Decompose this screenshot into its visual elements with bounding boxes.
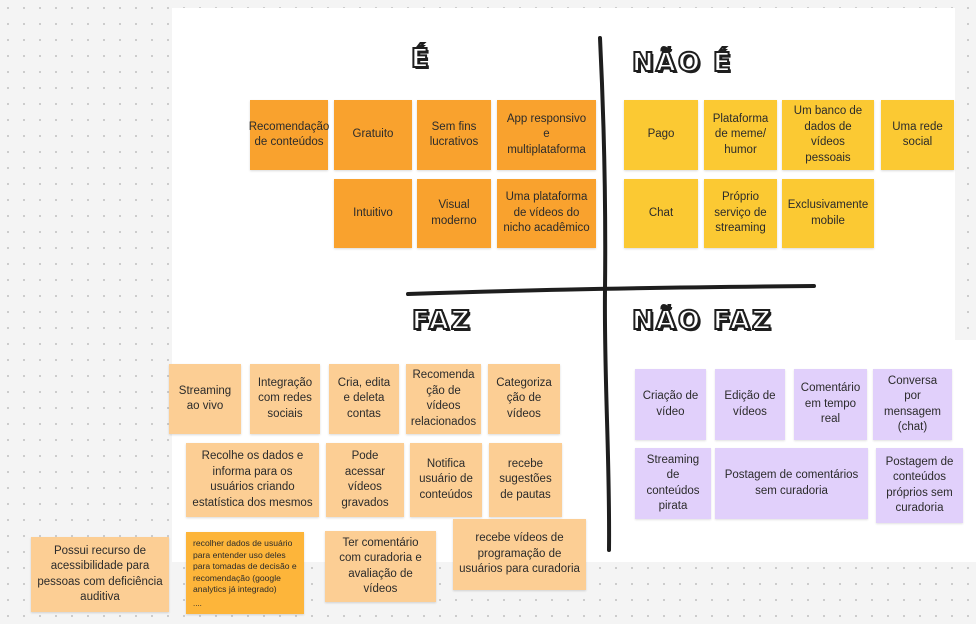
sticky-note-nao-e[interactable]: Chat bbox=[624, 179, 698, 248]
sticky-note-nao-e[interactable]: Próprio serviço de streaming bbox=[704, 179, 777, 248]
sticky-note-e[interactable]: Uma plataforma de vídeos do nicho acadêm… bbox=[497, 179, 596, 248]
sticky-note-faz[interactable]: Recolhe os dados e informa para os usuár… bbox=[186, 443, 319, 517]
sticky-note-faz[interactable]: Pode acessar vídeos gravados bbox=[326, 443, 404, 517]
sticky-note-faz-small-text[interactable]: recolher dados de usuário para entender … bbox=[186, 532, 304, 614]
sticky-note-nao-e[interactable]: Uma rede social bbox=[881, 100, 954, 170]
sticky-note-nao-faz[interactable]: Comentário em tempo real bbox=[794, 369, 867, 440]
sticky-note-e[interactable]: Gratuito bbox=[334, 100, 412, 170]
horizontal-axis-line bbox=[406, 284, 816, 296]
sticky-note-nao-faz[interactable]: Criação de vídeo bbox=[635, 369, 706, 440]
sticky-note-faz[interactable]: recebe sugestões de pautas bbox=[489, 443, 562, 517]
sticky-note-e[interactable]: App responsivo e multiplataforma bbox=[497, 100, 596, 170]
heading-nao-e: NÃO É bbox=[631, 47, 733, 79]
sticky-note-faz[interactable]: Cria, edita e deleta contas bbox=[329, 364, 399, 434]
sticky-note-e[interactable]: Intuitivo bbox=[334, 179, 412, 248]
heading-faz: FAZ bbox=[411, 305, 472, 337]
heading-e: É bbox=[410, 43, 431, 75]
sticky-note-faz[interactable]: Recomenda ção de vídeos relacionados bbox=[406, 364, 481, 434]
sticky-note-faz[interactable]: Categoriza ção de vídeos bbox=[488, 364, 560, 434]
sticky-note-faz[interactable]: Notifica usuário de conteúdos bbox=[410, 443, 482, 517]
sticky-note-faz[interactable]: Ter comentário com curadoria e avaliação… bbox=[325, 531, 436, 602]
sticky-note-nao-faz[interactable]: Postagem de conteúdos próprios sem curad… bbox=[876, 448, 963, 523]
sticky-note-nao-e[interactable]: Plataforma de meme/ humor bbox=[704, 100, 777, 170]
sticky-note-nao-faz[interactable]: Postagem de comentários sem curadoria bbox=[715, 448, 868, 519]
sticky-note-e[interactable]: Recomendação de conteúdos bbox=[249, 100, 329, 170]
sticky-note-nao-e[interactable]: Pago bbox=[624, 100, 698, 170]
sticky-note-nao-faz[interactable]: Streaming de conteúdos pirata bbox=[635, 448, 711, 519]
vertical-axis-line bbox=[598, 36, 612, 552]
note-overflow-dots: .... bbox=[193, 598, 202, 608]
sticky-note-faz[interactable]: Streaming ao vivo bbox=[169, 364, 241, 434]
sticky-note-e[interactable]: Sem fins lucrativos bbox=[417, 100, 491, 170]
sticky-note-faz[interactable]: Possui recurso de acessibilidade para pe… bbox=[31, 537, 169, 612]
sticky-note-e[interactable]: Visual moderno bbox=[417, 179, 491, 248]
sticky-note-faz[interactable]: Integração com redes sociais bbox=[250, 364, 320, 434]
sticky-note-text: recolher dados de usuário para entender … bbox=[193, 538, 297, 595]
heading-nao-faz: NÃO FAZ bbox=[631, 305, 773, 337]
sticky-note-faz[interactable]: recebe vídeos de programação de usuários… bbox=[453, 519, 586, 590]
sticky-note-nao-e[interactable]: Exclusivamente mobile bbox=[782, 179, 874, 248]
sticky-note-nao-e[interactable]: Um banco de dados de vídeos pessoais bbox=[782, 100, 874, 170]
sticky-note-nao-faz[interactable]: Conversa por mensagem (chat) bbox=[873, 369, 952, 440]
sticky-note-nao-faz[interactable]: Edição de vídeos bbox=[715, 369, 785, 440]
